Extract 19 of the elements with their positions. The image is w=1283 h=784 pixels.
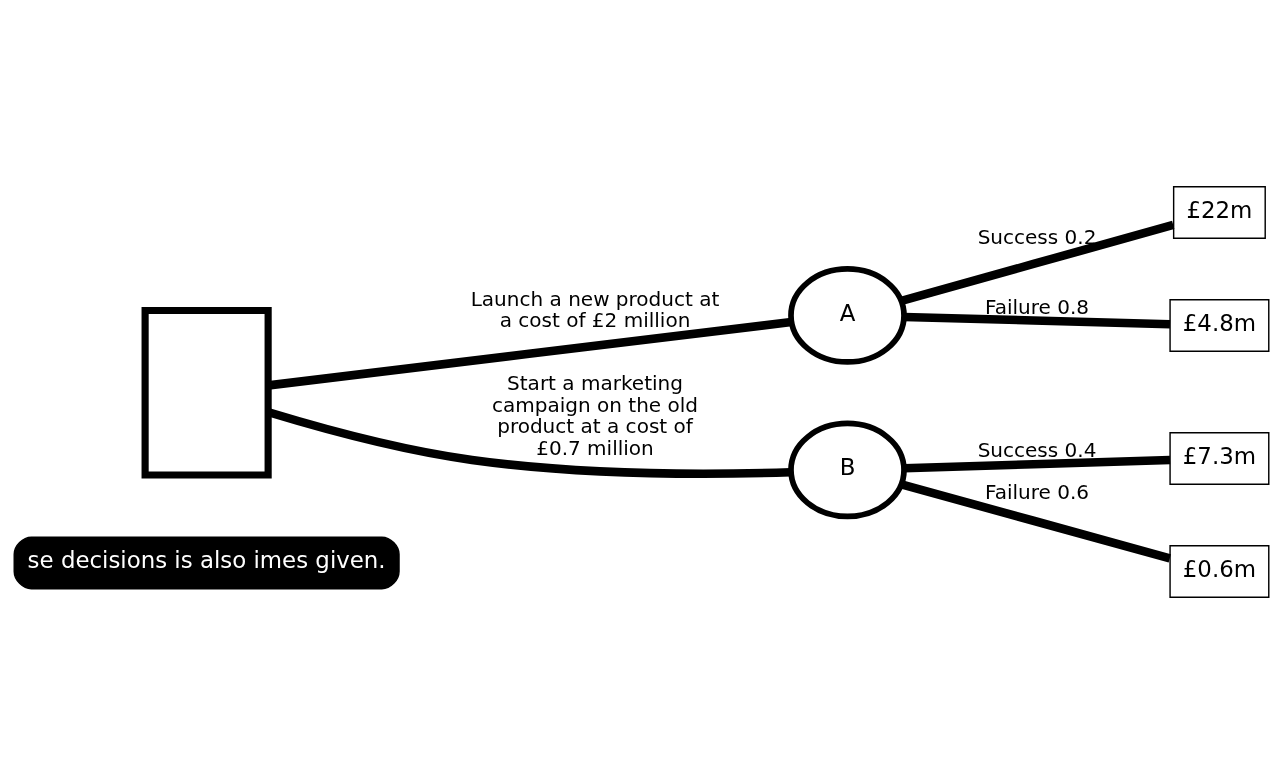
node-box: £7.3m — [1169, 432, 1270, 485]
node-ellipse: A — [788, 266, 907, 365]
node-box: £22m — [1172, 186, 1266, 239]
node-box — [141, 306, 272, 479]
edge-label: Failure 0.8 — [985, 295, 1090, 320]
node-box: £4.8m — [1169, 299, 1270, 352]
connector — [900, 220, 1175, 305]
edge-label: Launch a new product at a cost of £2 million — [470, 286, 720, 333]
connector — [904, 312, 1171, 329]
edge-label: Success 0.4 — [977, 438, 1097, 463]
edge-label: Success 0.2 — [977, 225, 1097, 250]
edge-label: Failure 0.6 — [985, 479, 1090, 504]
connector — [268, 317, 792, 390]
edge-label: Start a marketing campaign on the old product at a cost of £0.7 million — [491, 371, 699, 460]
node-box: se decisions is also imes given. — [13, 536, 400, 590]
connector — [904, 455, 1171, 473]
node-box: £0.6m — [1169, 545, 1270, 598]
node-ellipse: B — [788, 420, 907, 520]
connector — [900, 480, 1171, 563]
